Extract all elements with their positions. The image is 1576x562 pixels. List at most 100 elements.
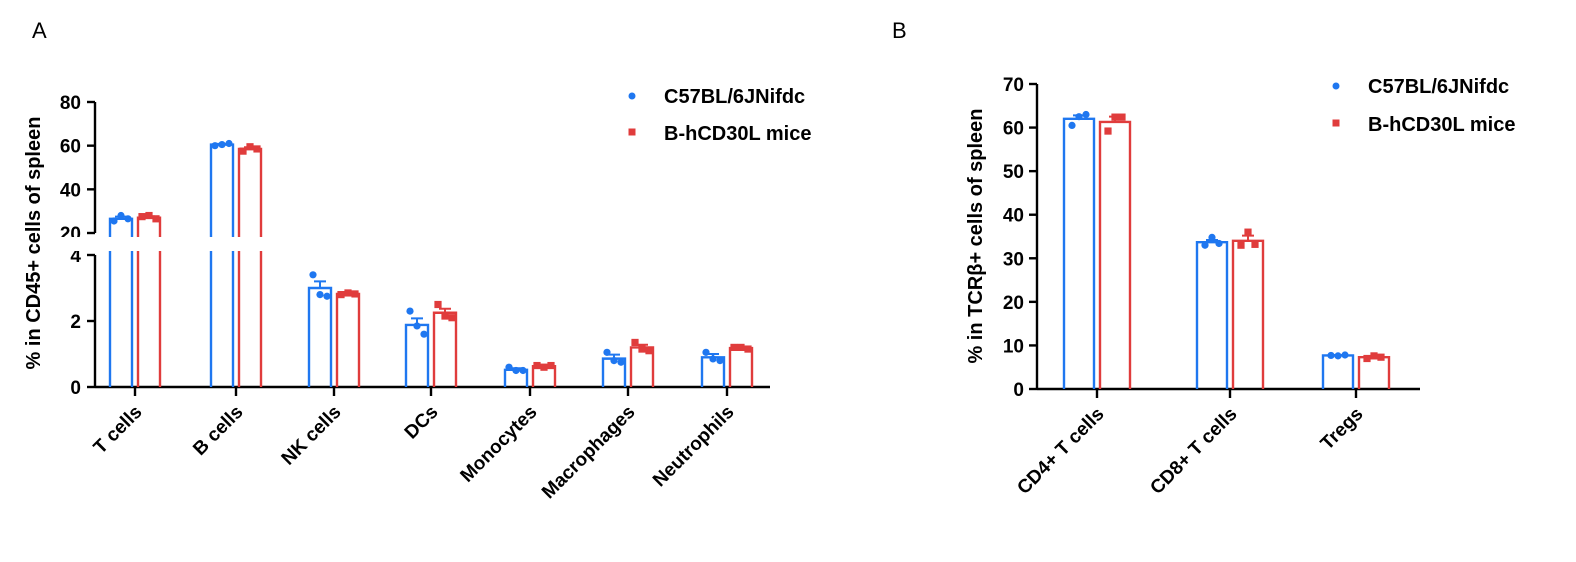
point-humanized-macrophages-2 — [638, 345, 646, 353]
point-wild-type-neutrophils-3 — [716, 357, 724, 365]
point-wild-type-nk-cells-2 — [316, 291, 324, 299]
point-humanized-t-cells-2 — [145, 211, 153, 220]
legend-marker-humanized — [1332, 119, 1340, 127]
point-humanized-neutrophils-3 — [744, 345, 752, 353]
point-wild-type-dcs-1 — [406, 307, 414, 315]
point-wild-type-cd8-t-cells-3 — [1215, 239, 1223, 248]
bar-wild-type-cd8-t-cells — [1195, 240, 1229, 389]
bar-wild-type-nk-cells — [307, 286, 333, 387]
point-wild-type-monocytes-2 — [512, 366, 520, 375]
legend-marker-wild-type — [628, 92, 636, 100]
panel-b-bars — [1062, 110, 1391, 389]
point-humanized-tregs-3 — [1377, 353, 1385, 361]
point-humanized-neutrophils-1 — [730, 343, 738, 351]
point-humanized-tregs-1 — [1363, 354, 1371, 363]
point-wild-type-monocytes-3 — [519, 366, 527, 375]
point-humanized-nk-cells-2 — [344, 289, 352, 297]
panel-a-bars — [60, 139, 780, 387]
point-wild-type-b-cells-1 — [211, 142, 219, 150]
point-humanized-b-cells-2 — [246, 143, 254, 151]
bar-humanized-neutrophils — [728, 346, 754, 387]
y-tick-label-80: 80 — [60, 93, 81, 114]
point-humanized-tregs-2 — [1370, 352, 1378, 360]
x-label-monocytes: Monocytes — [457, 402, 542, 487]
point-humanized-cd8-t-cells-3 — [1251, 240, 1259, 248]
point-humanized-t-cells-3 — [152, 215, 160, 223]
point-humanized-cd4-t-cells-2 — [1111, 113, 1119, 121]
point-wild-type-nk-cells-1 — [309, 271, 317, 279]
y-tick-label-40: 40 — [60, 180, 81, 201]
y-tick-label-20: 20 — [1003, 293, 1024, 314]
x-label-neutrophils: Neutrophils — [649, 402, 738, 491]
error-bar-humanized-dcs — [439, 307, 451, 313]
y-tick-label-2: 2 — [70, 312, 81, 333]
y-tick-label-60: 60 — [1003, 119, 1024, 140]
y-tick-label-50: 50 — [1003, 162, 1024, 183]
point-humanized-cd4-t-cells-3 — [1118, 113, 1126, 121]
point-humanized-nk-cells-1 — [337, 291, 345, 299]
point-wild-type-neutrophils-1 — [702, 348, 710, 356]
point-wild-type-t-cells-2 — [117, 211, 125, 220]
legend-marker-humanized — [628, 128, 636, 136]
legend-label-wild-type: C57BL/6JNifdc — [664, 86, 805, 108]
point-wild-type-cd4-t-cells-1 — [1068, 121, 1076, 129]
point-wild-type-monocytes-1 — [505, 363, 513, 371]
y-tick-label-10: 10 — [1003, 336, 1024, 357]
bar-humanized-dcs — [432, 311, 458, 387]
bar-wild-type-b-cells — [209, 143, 235, 387]
x-label-t-cells: T cells — [90, 402, 147, 459]
panel-a-letter: A — [32, 18, 47, 43]
y-tick-label-0: 0 — [1013, 380, 1024, 401]
point-humanized-nk-cells-3 — [351, 290, 359, 298]
bar-humanized-cd4-t-cells — [1098, 120, 1132, 389]
point-humanized-dcs-3 — [448, 314, 456, 322]
x-label-nk-cells: NK cells — [278, 402, 346, 470]
point-humanized-b-cells-1 — [239, 147, 247, 155]
x-label-tregs: Tregs — [1317, 404, 1368, 455]
point-wild-type-macrophages-2 — [610, 357, 618, 365]
y-tick-label-4: 4 — [70, 246, 81, 267]
y-tick-label-40: 40 — [1003, 206, 1024, 227]
panel-b-letter: B — [892, 18, 907, 43]
point-humanized-cd4-t-cells-1 — [1104, 127, 1112, 135]
panel-b-legend: C57BL/6JNifdc B-hCD30L mice — [1332, 76, 1515, 136]
point-humanized-macrophages-1 — [631, 338, 639, 347]
point-wild-type-dcs-3 — [420, 330, 428, 338]
legend-label-humanized: B-hCD30L mice — [664, 123, 811, 145]
point-wild-type-neutrophils-2 — [709, 355, 717, 363]
point-wild-type-t-cells-1 — [110, 217, 118, 225]
point-wild-type-tregs-3 — [1341, 351, 1349, 359]
point-wild-type-macrophages-1 — [603, 348, 611, 356]
legend-marker-wild-type — [1332, 82, 1340, 90]
point-wild-type-t-cells-3 — [124, 215, 132, 223]
point-wild-type-cd8-t-cells-1 — [1201, 241, 1209, 249]
panel-b-y-axis-title: % in TCRβ+ cells of spleen — [965, 108, 987, 363]
point-humanized-t-cells-1 — [138, 213, 146, 221]
point-humanized-b-cells-3 — [253, 145, 261, 153]
legend-label-wild-type: C57BL/6JNifdc — [1368, 76, 1509, 98]
x-label-macrophages: Macrophages — [538, 402, 639, 503]
bar-wild-type-tregs — [1321, 354, 1355, 389]
point-wild-type-cd4-t-cells-2 — [1075, 113, 1083, 121]
point-humanized-monocytes-2 — [540, 363, 548, 371]
x-label-dcs: DCs — [401, 402, 443, 444]
point-wild-type-b-cells-2 — [218, 140, 226, 149]
x-label-b-cells: B cells — [189, 402, 247, 460]
point-wild-type-b-cells-3 — [225, 139, 233, 148]
x-label-cd8-t-cells: CD8+ T cells — [1146, 404, 1241, 499]
point-humanized-dcs-1 — [434, 300, 442, 309]
error-bar-wild-type-nk-cells — [314, 280, 326, 288]
bar-humanized-cd8-t-cells — [1231, 239, 1265, 389]
axis-break-gap — [60, 237, 780, 251]
point-wild-type-tregs-1 — [1327, 351, 1335, 360]
point-humanized-neutrophils-2 — [737, 343, 745, 351]
point-humanized-monocytes-1 — [533, 361, 541, 370]
point-humanized-macrophages-3 — [645, 347, 653, 355]
panel-b: B % in TCRβ+ cells of spleen 0 10 20 30 40 50… — [892, 18, 1515, 499]
bar-humanized-nk-cells — [335, 292, 361, 387]
x-label-cd4-t-cells: CD4+ T cells — [1013, 404, 1108, 499]
y-tick-label-30: 30 — [1003, 249, 1024, 270]
